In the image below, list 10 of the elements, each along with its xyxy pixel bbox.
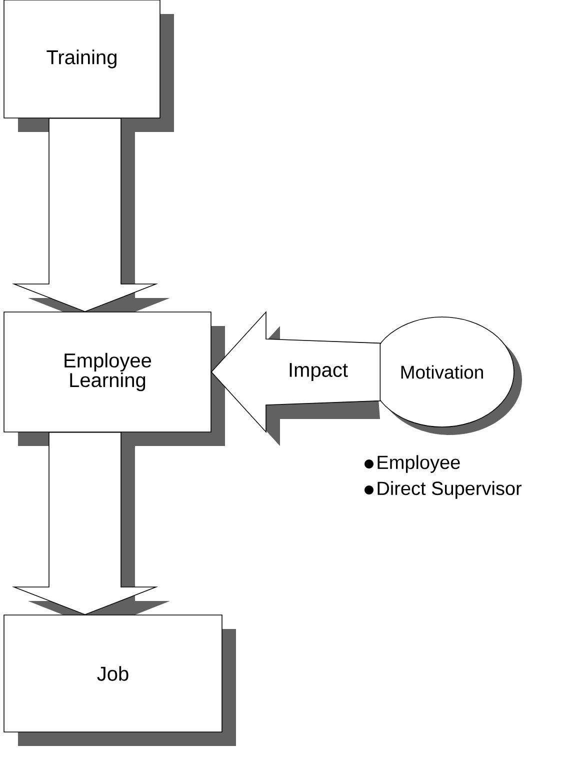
block-arrow [210, 310, 381, 446]
process-box: Job [4, 614, 222, 732]
block-arrow [12, 118, 158, 312]
bullet-item: Direct Supervisor [364, 481, 522, 499]
process-box: Employee Learning [4, 312, 212, 432]
process-box: Training [4, 0, 160, 118]
block-arrow [12, 432, 158, 616]
edge-label: Impact [287, 362, 350, 382]
bullet-item: Employee [364, 455, 460, 473]
ellipse-node: Motivation [370, 316, 514, 428]
